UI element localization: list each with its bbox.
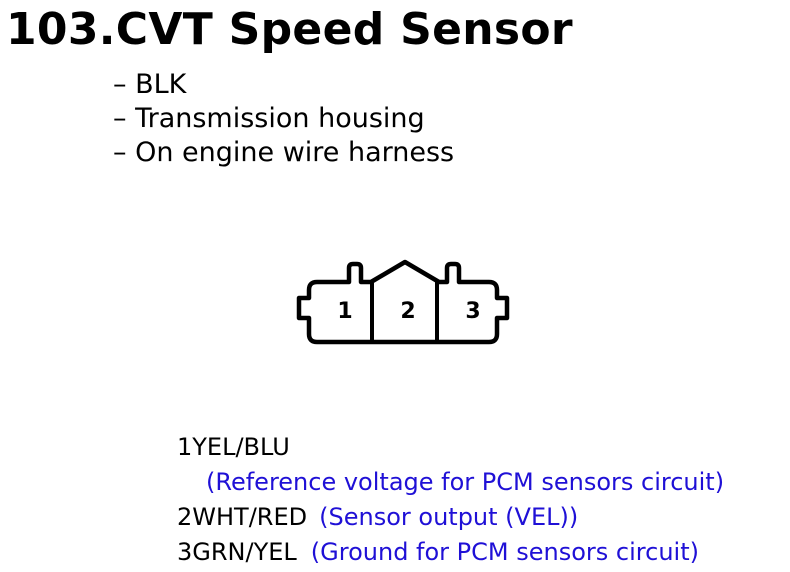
bullet-location: – Transmission housing [113,103,425,134]
connector-housing [296,259,510,345]
pin-row-1: 1YEL/BLU [177,430,724,465]
pin-row-2: 2WHT/RED (Sensor output (VEL)) [177,500,724,535]
bullet-color: – BLK [113,69,187,100]
pin-row-3: 3GRN/YEL (Ground for PCM sensors circuit) [177,535,724,570]
terminal-1-label: 1 [337,299,352,324]
pin-row-1-desc: (Reference voltage for PCM sensors circu… [177,465,724,500]
pin-2-wire: 2WHT/RED [177,503,308,531]
pin-3-wire: 3GRN/YEL [177,538,297,566]
pin-assignment-list: 1YEL/BLU (Reference voltage for PCM sens… [177,430,724,570]
pin-3-description: (Ground for PCM sensors circuit) [310,538,699,566]
connector-diagram: 1 2 3 [296,259,510,345]
terminal-3-label: 3 [465,299,480,324]
bullet-harness: – On engine wire harness [113,137,455,168]
pin-1-wire: 1YEL/BLU [177,433,290,461]
sensor-info-list: – BLK – Transmission housing – On engine… [113,68,454,170]
pin-1-description: (Reference voltage for PCM sensors circu… [206,468,725,496]
terminal-2-label: 2 [400,299,415,324]
pin-2-description: (Sensor output (VEL)) [319,503,579,531]
page-title: 103.CVT Speed Sensor [6,4,573,55]
